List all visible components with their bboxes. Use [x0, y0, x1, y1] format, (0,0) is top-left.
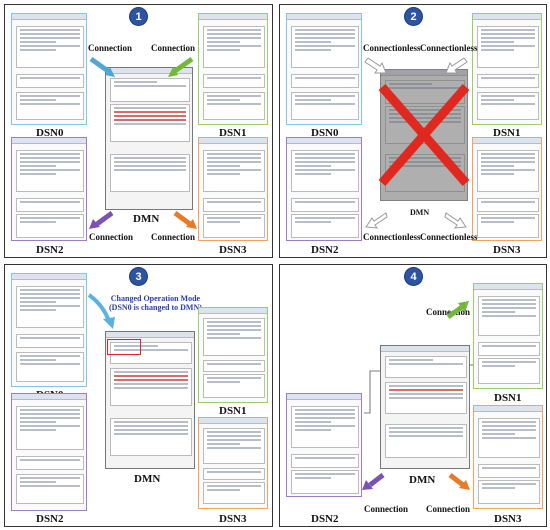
hollow-arrow-dsn0 [364, 57, 387, 74]
dsn3-label: DSN3 [219, 244, 247, 256]
connection-label-dsn3: Connection [426, 504, 471, 514]
dsn0-window [286, 13, 362, 125]
arrow-dsn1-head [168, 67, 178, 77]
arrow-dsn2 [368, 473, 385, 487]
connectionless-label-dsn2: Connectionless [363, 232, 421, 242]
changed-mode-note: Changed Operation Mode (DSN0 is changed … [109, 294, 202, 312]
connection-arrows [89, 56, 197, 229]
dsn1-label: DSN1 [219, 127, 247, 139]
arrow-dsn1 [446, 304, 464, 320]
arrow-dsn0 [89, 56, 110, 74]
dsn1-window [198, 13, 268, 125]
arrow-dsn0-head [105, 67, 115, 77]
link-dsn2-dmn [364, 370, 380, 414]
curved-arrow-head [103, 317, 115, 329]
dsn0-label: DSN0 [36, 127, 64, 139]
dsn2-window [286, 137, 362, 241]
panel-changed-operation-mode: 3 DSN0 Changed Operation Mode (DSN0 is c… [4, 264, 273, 527]
step-badge-1: 1 [130, 8, 147, 25]
panel-connectionless-mode: 2 DSN0 DSN1 DSN2 DSN3 DMN Connectionless… [279, 4, 547, 258]
mode-highlight-box [107, 339, 141, 355]
dsn2-window [11, 393, 87, 511]
dsn0-window [11, 273, 87, 387]
connectionless-label-dsn1: Connectionless [420, 43, 478, 53]
dsn3-label: DSN3 [494, 513, 522, 525]
step-badge-3: 3 [130, 268, 147, 285]
dsn1-window [198, 307, 268, 403]
red-cross-icon [378, 84, 470, 186]
arrow-dsn2-head [362, 480, 373, 490]
connection-label-dsn2: Connection [89, 232, 134, 242]
dmn-window [105, 67, 193, 210]
dmn-label: DMN [410, 208, 430, 217]
arrow-dsn2 [95, 210, 114, 227]
connection-label-dsn1: Connection [426, 307, 471, 317]
connection-label-dsn0: Connection [88, 43, 133, 53]
panel-new-dmn-connection: 4 DSN1 DSN2 DSN3 DMN Connection Connecti… [279, 264, 547, 527]
dsn2-label: DSN2 [36, 244, 64, 256]
arrow-dsn3-head [186, 219, 197, 229]
connection-label-dsn2: Connection [364, 504, 409, 514]
dsn1-label: DSN1 [494, 392, 522, 404]
dsn0-window [11, 13, 87, 125]
connection-arrows [362, 301, 473, 490]
arrow-dsn3 [448, 473, 465, 487]
hollow-arrow-dsn2 [365, 212, 388, 229]
dsn3-window [472, 137, 542, 241]
dmn-window [105, 331, 195, 469]
dsn0-label: DSN0 [311, 127, 339, 139]
connectionless-arrows [364, 57, 470, 229]
arrow-dsn3-head [459, 480, 470, 490]
curved-arrow [87, 293, 111, 322]
dmn-label: DMN [409, 474, 436, 486]
dsn3-label: DSN3 [493, 244, 521, 256]
hollow-arrow-dsn3 [444, 212, 467, 229]
dsn1-window [472, 13, 542, 125]
dsn1-window [473, 283, 543, 389]
dmn-label: DMN [133, 213, 160, 225]
dmn-label: DMN [134, 473, 161, 485]
dsn3-window [198, 137, 268, 241]
dsn2-window [11, 137, 87, 241]
step-badge-4: 4 [405, 268, 422, 285]
arrow-dsn3 [173, 210, 192, 227]
dmn-window [380, 345, 470, 469]
connectionless-label-dsn3: Connectionless [420, 232, 478, 242]
mode-change-arrow [87, 293, 115, 329]
arrow-dsn1-head [458, 301, 469, 312]
arrow-dsn2-head [89, 219, 100, 229]
dsn2-window [286, 393, 362, 497]
dsn3-window [198, 417, 268, 509]
changed-mode-note-line1: Changed Operation Mode [110, 294, 201, 303]
connection-label-dsn1: Connection [151, 43, 196, 53]
connection-label-dsn3: Connection [151, 232, 196, 242]
dsn3-label: DSN3 [219, 513, 247, 525]
dsn2-label: DSN2 [311, 244, 339, 256]
dsn2-label: DSN2 [36, 513, 64, 525]
step-badge-2: 2 [405, 8, 422, 25]
panel-connection-mode: 1 DSN0 DSN1 DSN2 DSN3 DMN Connection Con… [4, 4, 273, 258]
dsn1-label: DSN1 [493, 127, 521, 139]
dsn2-label: DSN2 [311, 513, 339, 525]
hollow-arrow-dsn1 [445, 57, 468, 74]
arrow-dsn1 [173, 56, 194, 74]
changed-mode-note-line2: (DSN0 is changed to DMN) [109, 303, 202, 312]
dsn3-window [473, 405, 543, 509]
connectionless-label-dsn0: Connectionless [363, 43, 421, 53]
dsn1-label: DSN1 [219, 405, 247, 417]
